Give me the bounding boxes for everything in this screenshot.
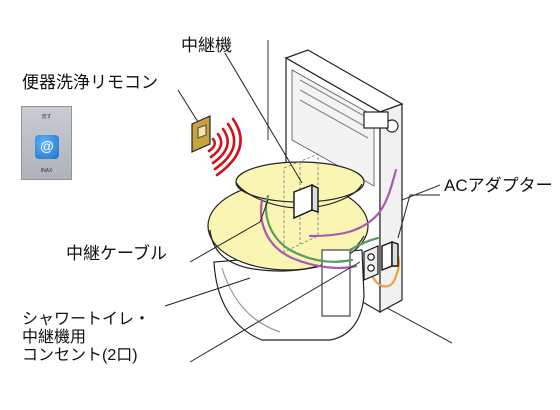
signal-waves-icon bbox=[207, 117, 242, 177]
label-outlet-line3: コンセント(2口) bbox=[22, 347, 138, 364]
relay-unit bbox=[293, 183, 319, 220]
label-ac-adapter: ACアダプター bbox=[444, 176, 553, 195]
swirl-flush-icon: @ bbox=[35, 135, 59, 159]
label-relay-unit: 中継機 bbox=[181, 36, 232, 55]
toilet-bowl bbox=[207, 161, 369, 341]
label-outlet-line1: シャワートイレ・ bbox=[22, 311, 151, 328]
remote-brand: INAX bbox=[40, 168, 53, 174]
room-lines bbox=[267, 40, 453, 344]
wall-remote bbox=[191, 115, 211, 153]
outlet-2-socket bbox=[363, 245, 379, 281]
label-remote: 便器洗浄リモコン bbox=[22, 73, 158, 92]
label-relay-cable: 中継ケーブル bbox=[66, 244, 167, 263]
remote-top-text: 流す bbox=[41, 114, 52, 120]
label-outlet-line2: 中継機用 bbox=[22, 329, 87, 346]
remote-control-image: 流す @ INAX bbox=[21, 106, 72, 180]
ac-adapter bbox=[381, 240, 399, 272]
relay-cable bbox=[260, 168, 400, 288]
leader-lines bbox=[164, 52, 440, 363]
